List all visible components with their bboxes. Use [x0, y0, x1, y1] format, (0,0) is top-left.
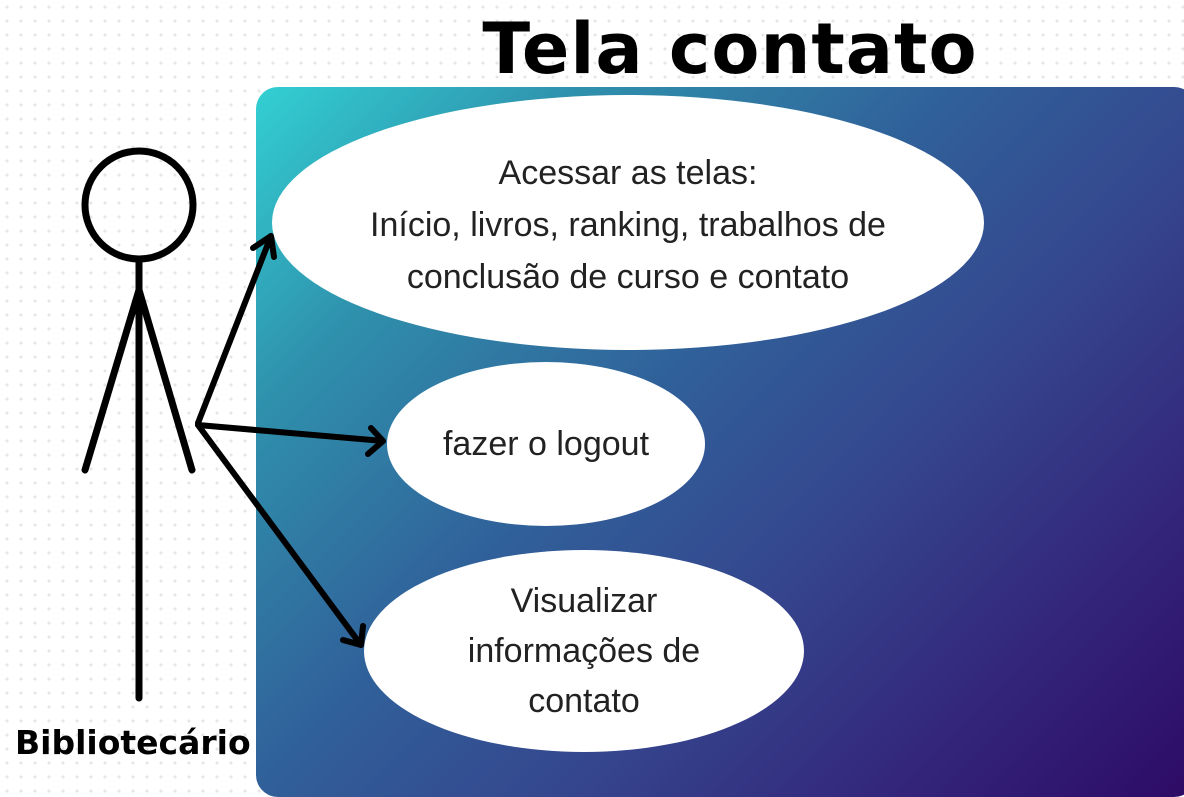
association-arrows [195, 233, 386, 648]
arrowhead-visualizar-contato [340, 623, 366, 648]
actor-right-arm [135, 286, 196, 474]
arrow-to-visualizar-contato [195, 422, 364, 648]
use-case-visualizar-contato: Visualizar informações de contato [364, 550, 804, 752]
use-case-text-line: Visualizar [510, 582, 658, 620]
arrowhead-acessar-telas [250, 233, 277, 260]
arrowhead-logout [365, 425, 386, 457]
use-case-acessar-telas: Acessar as telas: Início, livros, rankin… [272, 95, 984, 350]
diagram-title: Tela contato [482, 8, 978, 90]
arrow-to-logout [195, 422, 386, 444]
arrow-to-acessar-telas [195, 233, 274, 426]
use-case-text-line: Acessar as telas: [498, 153, 758, 192]
actor-label: Bibliotecário [15, 723, 251, 762]
actor-head [81, 147, 197, 263]
use-case-text-line: informações de [467, 632, 701, 670]
stick-figure-actor [81, 147, 197, 702]
use-case-text-line: conclusão de curso e contato [406, 257, 850, 296]
actor-left-arm [81, 286, 143, 474]
use-case-text-line: fazer o logout [442, 424, 650, 463]
use-case-logout: fazer o logout [387, 362, 705, 526]
use-case-text-line: contato [528, 682, 640, 720]
use-case-text-line: Início, livros, ranking, trabalhos de [370, 205, 886, 244]
